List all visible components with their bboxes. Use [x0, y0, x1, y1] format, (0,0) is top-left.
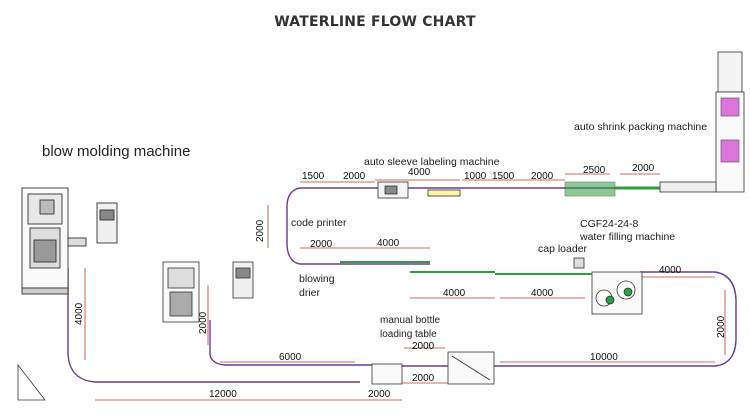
dim-bottom-2000c: 2000 [412, 341, 435, 352]
mid-conveyor [340, 261, 592, 275]
dim-right-4000: 4000 [659, 265, 682, 276]
dim-bottom-2000b: 2000 [412, 373, 435, 384]
label-filling-model: CGF24-24-8 [580, 218, 639, 230]
label-manual-bottle: manual bottle [380, 315, 441, 326]
dim-lower-4000b: 4000 [531, 288, 554, 299]
dim-top-1500b: 1500 [492, 171, 515, 182]
sleeve-labeler [377, 181, 660, 199]
dim-bottom-6000: 6000 [279, 352, 302, 363]
dim-mid-4000: 4000 [377, 238, 400, 249]
dim-top-2000c: 2000 [632, 163, 655, 174]
preform-unit [162, 261, 254, 323]
dim-bottom-12000: 12000 [209, 389, 237, 400]
conveyor-left-up [286, 187, 430, 265]
dimension-lines [84, 173, 726, 401]
dim-top-2000: 2000 [343, 171, 366, 182]
north-marker [17, 363, 46, 401]
dim-left-2000: 2000 [255, 219, 266, 242]
dim-top-2500: 2500 [583, 165, 606, 176]
manual-loading-table [371, 351, 495, 385]
dim-vert-2000: 2000 [198, 311, 209, 334]
blow-molding-machine [21, 187, 118, 295]
label-blow-molding: blow molding machine [42, 143, 191, 160]
conveyor-bottom-inner [209, 320, 372, 366]
shrink-packer [659, 51, 745, 193]
conveyor-bottom-right [400, 271, 737, 367]
dim-top-2000b: 2000 [531, 171, 554, 182]
label-loading-table: loading table [380, 329, 437, 340]
dim-right-vert-2000: 2000 [716, 315, 727, 338]
dim-vert-4000: 4000 [74, 302, 85, 325]
dim-bottom-2000a: 2000 [368, 389, 391, 400]
dim-bottom-10000: 10000 [590, 352, 618, 363]
label-drier: drier [299, 287, 321, 299]
dim-top-1000: 1000 [464, 171, 487, 182]
label-cap-loader: cap loader [538, 243, 588, 255]
dim-top-1500: 1500 [302, 171, 325, 182]
label-auto-shrink: auto shrink packing machine [574, 121, 708, 133]
filling-machine [573, 257, 643, 315]
dim-mid-2000: 2000 [310, 239, 333, 250]
dim-top-4000: 4000 [408, 167, 431, 178]
label-blowing: blowing [299, 273, 335, 285]
label-filling-name: water filling machine [580, 231, 676, 243]
conveyor-left-loop [67, 268, 360, 383]
label-code-printer: code printer [291, 217, 347, 229]
dim-lower-4000a: 4000 [443, 288, 466, 299]
label-auto-sleeve: auto sleeve labeling machine [364, 156, 500, 168]
chart-title: WATERLINE FLOW CHART [274, 14, 476, 30]
